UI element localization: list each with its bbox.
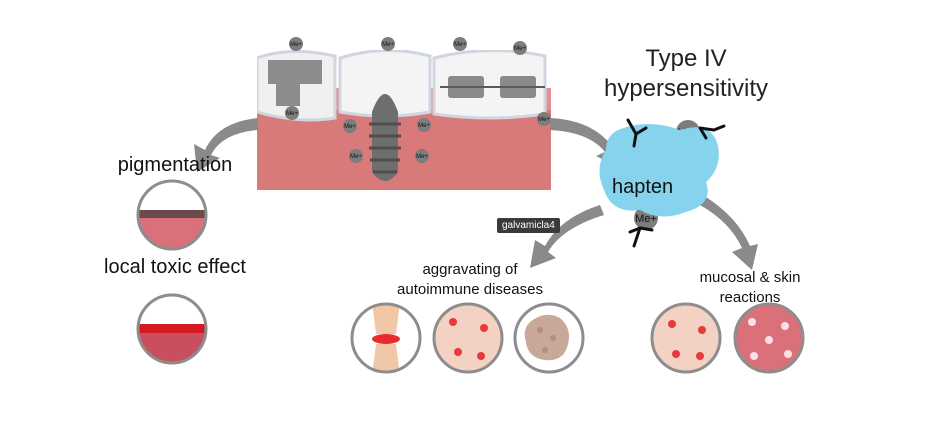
- ion-circle: [415, 149, 429, 163]
- metal-ion-small-10: Me+: [537, 112, 551, 126]
- autoimmune-label-line-1: aggravating of: [422, 261, 518, 278]
- antibody-mark-1: [626, 118, 648, 148]
- ion-text: Me+: [344, 124, 356, 130]
- metal-ion-small-8: Me+: [349, 149, 363, 163]
- ion-text: Me+: [290, 42, 302, 48]
- ion-text: Me+: [350, 154, 362, 160]
- pigmentation-circle: [138, 181, 206, 249]
- skin-lesion-circle-2-border: [650, 302, 722, 374]
- metal-ion-small-1: Me+: [289, 37, 303, 51]
- metal-ion-small-6: Me+: [343, 119, 357, 133]
- hapten-label: hapten: [612, 176, 674, 198]
- arrow-to-mucosal: [700, 197, 758, 270]
- mucosal-label-line-1: mucosal & skin: [699, 269, 801, 286]
- ion-circle: [513, 41, 527, 55]
- mucosal-label: mucosal & skin reactions: [690, 268, 810, 308]
- local-toxic-label: local toxic effect: [104, 256, 246, 278]
- title-line-1: Type IV: [645, 45, 727, 72]
- ion-text: Me+: [454, 42, 466, 48]
- metal-ion-small-7: Me+: [417, 118, 431, 132]
- watermark-tag: galvamicla4: [497, 218, 560, 233]
- mucosal-label-line-2: reactions: [719, 289, 781, 306]
- arrow-to-autoimmune: [530, 205, 604, 268]
- tissue-circle-border: [513, 302, 585, 374]
- ion-circle: [343, 119, 357, 133]
- pigmentation-label: pigmentation: [117, 154, 233, 176]
- joint-circle-border: [350, 302, 422, 374]
- hapten-blob: [599, 124, 719, 217]
- autoimmune-label-line-2: autoimmune diseases: [397, 281, 543, 298]
- ion-circle: [453, 37, 467, 51]
- joint-circle: [352, 304, 420, 372]
- amalgam-filling: [268, 60, 322, 106]
- type-iv-title: Type IV hypersensitivity: [566, 44, 806, 104]
- metal-ion-small-4: Me+: [513, 41, 527, 55]
- ion-circle: [285, 106, 299, 120]
- ion-text: Me+: [416, 154, 428, 160]
- ion-text: Me+: [635, 213, 657, 225]
- ion-text: Me+: [382, 42, 394, 48]
- autoimmune-label: aggravating of autoimmune diseases: [390, 260, 550, 300]
- metal-ion-small-3: Me+: [453, 37, 467, 51]
- ion-circle: [537, 112, 551, 126]
- ion-circle: [349, 149, 363, 163]
- skin-lesion-circle-1: [434, 304, 502, 372]
- ion-circle: [289, 37, 303, 51]
- ion-circle: [417, 118, 431, 132]
- antibody-marks: [626, 118, 726, 248]
- dental-illustration: [257, 50, 551, 190]
- metal-ion-small-9: Me+: [415, 149, 429, 163]
- ion-circle: [381, 37, 395, 51]
- ion-text: Me+: [514, 46, 526, 52]
- toxic-circle-border: [136, 293, 208, 365]
- skin-lesion-circle-2: [652, 304, 720, 372]
- ion-text: Me+: [538, 117, 550, 123]
- implant-threads: [369, 122, 401, 174]
- skin-lesion-circle-1-border: [432, 302, 504, 374]
- antibody-mark-2: [698, 124, 726, 140]
- title-line-2: hypersensitivity: [603, 75, 769, 102]
- effect-circles: [136, 179, 805, 374]
- tooth-crown-implant: [338, 50, 432, 118]
- metal-ion-small-2: Me+: [381, 37, 395, 51]
- antibody-mark-3: [628, 226, 654, 248]
- mucosa-circle-border: [733, 302, 805, 374]
- pigmentation-circle-border: [136, 179, 208, 251]
- mucosa-circle: [735, 304, 803, 372]
- tissue-circle: [515, 304, 583, 372]
- ion-text: Me+: [286, 111, 298, 117]
- metal-ion-small-5: Me+: [285, 106, 299, 120]
- arrow-to-pigmentation: [194, 118, 258, 172]
- ion-text: Me+: [418, 123, 430, 129]
